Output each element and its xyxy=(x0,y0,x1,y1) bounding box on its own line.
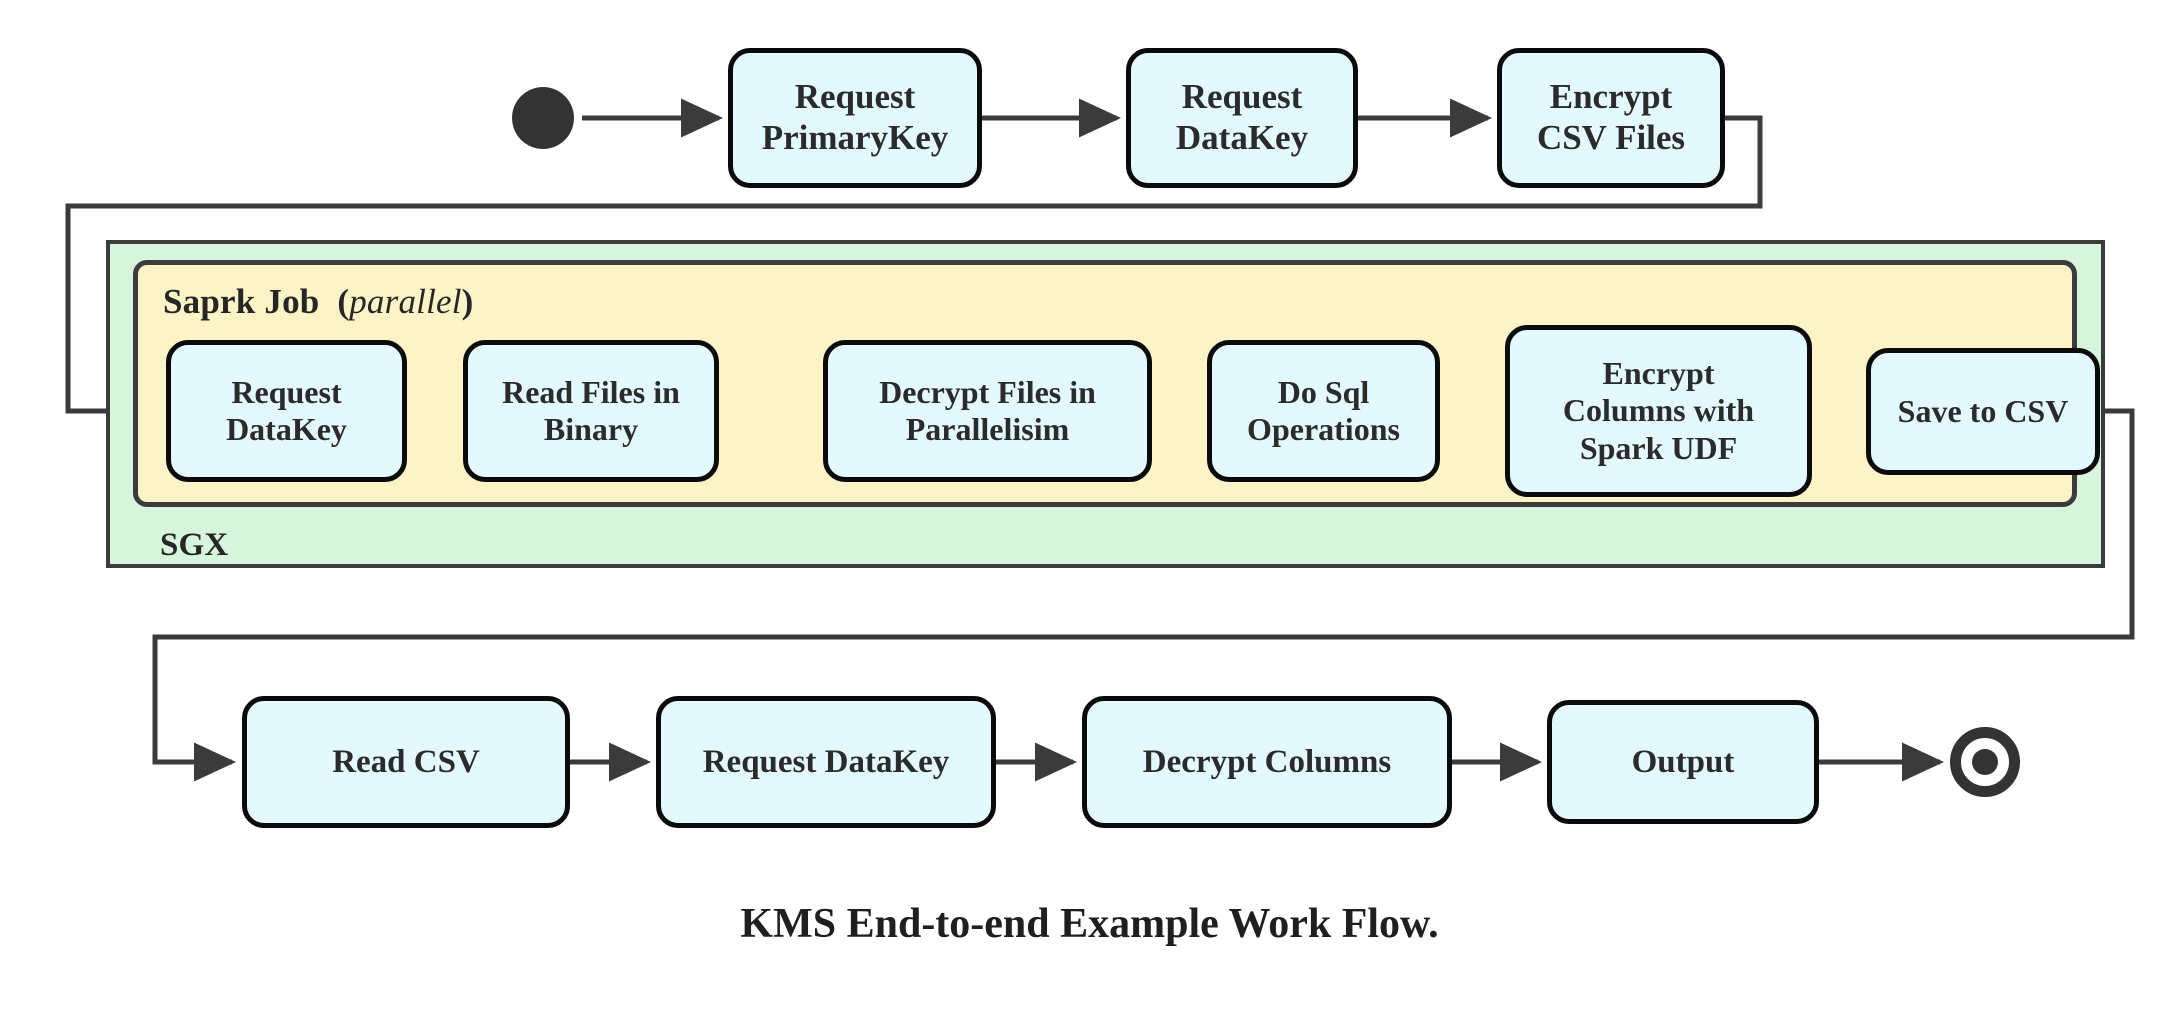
node-encrypt-csv-files[interactable]: Encrypt CSV Files xyxy=(1497,48,1725,188)
node-do-sql-operations-line2: Operations xyxy=(1247,411,1400,447)
node-do-sql-operations[interactable]: Do Sql Operations xyxy=(1207,340,1440,482)
spark-job-modifier-open: ( xyxy=(337,282,350,321)
node-request-datakey-bottom-line1: Request DataKey xyxy=(702,743,950,780)
connector-encrypt-csv-files-to-spark-request-datakey xyxy=(65,115,1763,431)
node-read-files-in-binary[interactable]: Read Files in Binary xyxy=(463,340,719,482)
node-encrypt-columns-with-spark-udf-line2: Columns with xyxy=(1562,392,1755,429)
node-output[interactable]: Output xyxy=(1547,700,1819,824)
connector-save-to-csv-to-read-csv xyxy=(152,408,2135,782)
node-do-sql-operations-line1: Do Sql xyxy=(1277,373,1370,410)
node-read-files-in-binary-line1: Read Files in xyxy=(502,373,680,410)
node-request-primarykey[interactable]: Request PrimaryKey xyxy=(728,48,982,188)
node-request-datakey-top-line1: Request xyxy=(1181,77,1303,117)
node-encrypt-columns-with-spark-udf-line3: Spark UDF xyxy=(1579,429,1738,466)
node-decrypt-files-in-parallelisim-line2: Parallelisim xyxy=(905,411,1070,447)
spark-job-modifier: parallel xyxy=(349,282,462,321)
node-decrypt-columns-line1: Decrypt Columns xyxy=(1142,743,1392,780)
node-encrypt-csv-files-line2: CSV Files xyxy=(1536,118,1686,157)
figure-caption: KMS End-to-end Example Work Flow. xyxy=(740,901,1439,947)
node-decrypt-columns[interactable]: Decrypt Columns xyxy=(1082,696,1452,828)
node-read-files-in-binary-line2: Binary xyxy=(543,411,639,447)
node-request-datakey-spark-line1: Request xyxy=(231,373,342,410)
start-node xyxy=(512,87,574,149)
node-save-to-csv[interactable]: Save to CSV xyxy=(1866,348,2100,475)
node-encrypt-columns-with-spark-udf-line1: Encrypt xyxy=(1602,355,1715,392)
node-read-csv-line1: Read CSV xyxy=(332,743,480,780)
node-request-datakey-spark[interactable]: Request DataKey xyxy=(166,340,407,482)
node-request-datakey-bottom[interactable]: Request DataKey xyxy=(656,696,996,828)
node-output-line1: Output xyxy=(1631,743,1735,780)
end-node xyxy=(1950,727,2020,797)
node-save-to-csv-line1: Save to CSV xyxy=(1897,392,2069,429)
spark-job-label-text: Saprk Job xyxy=(163,282,320,321)
node-read-csv[interactable]: Read CSV xyxy=(242,696,570,828)
spark-job-label: Saprk Job (parallel) xyxy=(163,282,474,322)
node-decrypt-files-in-parallelisim[interactable]: Decrypt Files in Parallelisim xyxy=(823,340,1152,482)
sgx-label: SGX xyxy=(160,527,229,563)
node-decrypt-files-in-parallelisim-line1: Decrypt Files in xyxy=(879,373,1096,410)
node-encrypt-columns-with-spark-udf[interactable]: Encrypt Columns with Spark UDF xyxy=(1505,325,1812,497)
node-request-datakey-top-line2: DataKey xyxy=(1175,118,1309,157)
node-request-primarykey-line2: PrimaryKey xyxy=(761,118,949,157)
spark-job-modifier-close: ) xyxy=(461,282,474,321)
node-encrypt-csv-files-line1: Encrypt xyxy=(1549,77,1673,117)
node-request-datakey-spark-line2: DataKey xyxy=(226,411,347,447)
node-request-primarykey-line1: Request xyxy=(794,77,916,117)
end-node-core xyxy=(1972,749,1998,775)
node-request-datakey-top[interactable]: Request DataKey xyxy=(1126,48,1358,188)
